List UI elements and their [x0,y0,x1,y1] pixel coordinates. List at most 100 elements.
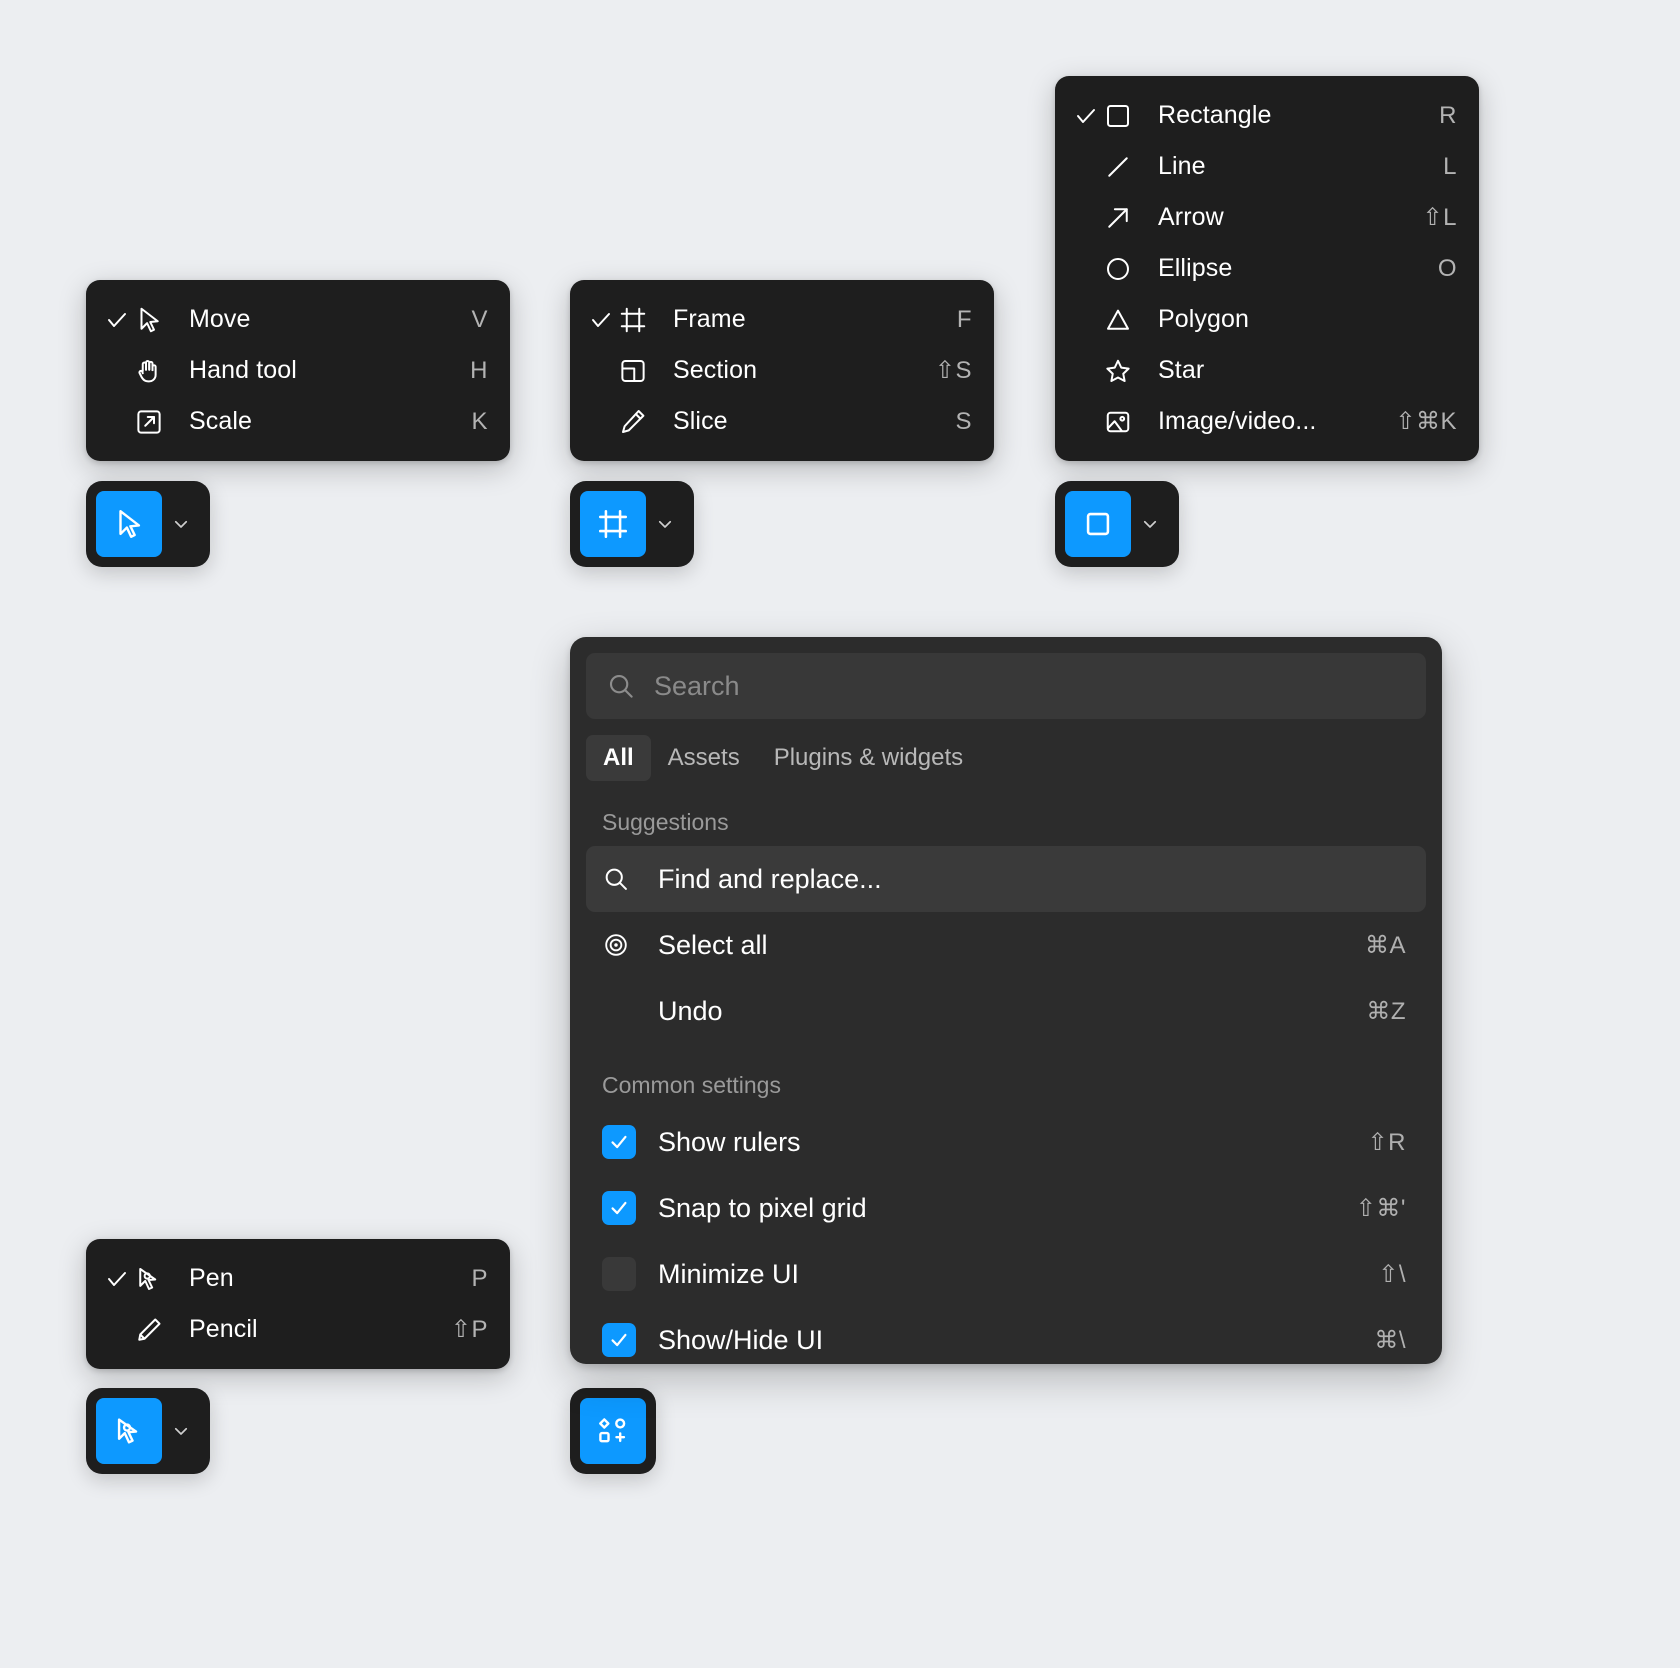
search-icon [602,865,644,893]
cursor-icon [96,491,162,557]
menu-item-shortcut: S [955,407,972,435]
setting-shortcut: ⌘\ [1374,1326,1406,1354]
checkbox-box [602,1323,636,1357]
menu-item-label: Image/video... [1158,407,1317,435]
menu-item-ellipse[interactable]: Ellipse O [1055,243,1479,294]
menu-item-arrow[interactable]: Arrow ⇧L [1055,192,1479,243]
actions-tool-button[interactable] [570,1388,656,1474]
menu-item-hand-tool[interactable]: Hand tool H [86,345,510,396]
menu-item-section[interactable]: Section ⇧S [570,345,994,396]
quick-actions-panel: Search All Assets Plugins & widgets Sugg… [570,637,1442,1364]
menu-item-polygon[interactable]: Polygon [1055,294,1479,345]
menu-item-pencil[interactable]: Pencil ⇧P [86,1304,510,1355]
star-icon [1103,356,1149,386]
menu-item-frame[interactable]: Frame F [570,294,994,345]
setting-snap-to-pixel-grid[interactable]: Snap to pixel grid ⇧⌘' [586,1175,1426,1241]
action-shortcut: ⌘A [1364,931,1406,959]
rectangle-icon [1065,491,1131,557]
menu-item-shortcut: ⇧S [934,357,972,384]
menu-item-line[interactable]: Line L [1055,141,1479,192]
menu-item-shortcut: L [1443,152,1457,180]
checkbox-show-rulers[interactable] [602,1125,644,1159]
frame-icon [618,305,664,335]
rectangle-icon [1103,101,1149,131]
setting-show-hide-ui[interactable]: Show/Hide UI ⌘\ [586,1307,1426,1364]
action-shortcut: ⌘Z [1366,997,1406,1025]
line-icon [1103,152,1149,182]
checkbox-show-hide-ui[interactable] [602,1323,644,1357]
action-undo[interactable]: Undo ⌘Z [586,978,1426,1044]
menu-item-label: Section [673,356,758,384]
target-icon [602,931,644,959]
menu-item-label: Pen [189,1264,234,1292]
menu-item-label: Pencil [189,1315,258,1343]
menu-item-label: Rectangle [1158,101,1272,129]
tab-plugins-widgets[interactable]: Plugins & widgets [773,744,964,771]
setting-show-rulers[interactable]: Show rulers ⇧R [586,1109,1426,1175]
menu-item-shortcut: P [471,1264,488,1292]
pen-tool-menu: Pen P Pencil ⇧P [86,1239,510,1369]
hand-icon [134,356,180,386]
move-tool-menu: Move V Hand tool H Scale K [86,280,510,461]
menu-item-shortcut: V [471,305,488,333]
section-icon [618,356,664,386]
menu-item-label: Slice [673,407,728,435]
checkbox-box [602,1191,636,1225]
shape-tool-button[interactable] [1055,481,1179,567]
menu-item-rectangle[interactable]: Rectangle R [1055,90,1479,141]
tab-all[interactable]: All [586,735,651,781]
menu-item-move[interactable]: Move V [86,294,510,345]
search-placeholder: Search [654,670,740,701]
checkbox-minimize-ui[interactable] [602,1257,644,1291]
arrow-icon [1103,203,1149,233]
menu-item-label: Polygon [1158,305,1250,333]
check-icon [100,308,134,332]
action-label: Select all [658,929,768,960]
menu-item-shortcut: K [471,407,488,435]
chevron-down-icon[interactable] [162,1422,200,1440]
setting-minimize-ui[interactable]: Minimize UI ⇧\ [586,1241,1426,1307]
menu-item-shortcut: R [1439,101,1457,129]
tab-assets[interactable]: Assets [667,744,740,771]
frame-tool-button[interactable] [570,481,694,567]
menu-item-scale[interactable]: Scale K [86,396,510,447]
menu-item-slice[interactable]: Slice S [570,396,994,447]
action-select-all[interactable]: Select all ⌘A [586,912,1426,978]
setting-shortcut: ⇧R [1367,1128,1406,1156]
cursor-icon [134,305,180,335]
scale-icon [134,407,180,437]
menu-item-shortcut: ⇧L [1422,204,1457,231]
pen-tool-button[interactable] [86,1388,210,1474]
checkbox-box [602,1125,636,1159]
checkbox-box [602,1257,636,1291]
frame-icon [580,491,646,557]
menu-item-pen[interactable]: Pen P [86,1253,510,1304]
setting-label: Show/Hide UI [658,1324,824,1355]
filter-tabs: All Assets Plugins & widgets [586,735,1426,781]
chevron-down-icon[interactable] [162,515,200,533]
setting-label: Show rulers [658,1126,801,1157]
check-icon [584,308,618,332]
chevron-down-icon[interactable] [646,515,684,533]
checkbox-snap-to-pixel-grid[interactable] [602,1191,644,1225]
shape-tool-menu: Rectangle R Line L Arrow ⇧L Ellipse [1055,76,1479,461]
search-icon [606,671,636,701]
menu-item-label: Frame [673,305,746,333]
move-tool-button[interactable] [86,481,210,567]
menu-item-star[interactable]: Star [1055,345,1479,396]
chevron-down-icon[interactable] [1131,515,1169,533]
ellipse-icon [1103,254,1149,284]
menu-item-shortcut: ⇧P [450,1316,488,1343]
common-settings-heading: Common settings [602,1072,781,1098]
frame-tool-menu: Frame F Section ⇧S Slice S [570,280,994,461]
search-input[interactable]: Search [586,653,1426,719]
menu-item-shortcut: ⇧⌘K [1395,408,1457,435]
action-label: Find and replace... [658,863,882,894]
menu-item-label: Line [1158,152,1206,180]
pen-icon [96,1398,162,1464]
menu-item-image-video[interactable]: Image/video... ⇧⌘K [1055,396,1479,447]
action-find-and-replace[interactable]: Find and replace... [586,846,1426,912]
menu-item-label: Hand tool [189,356,297,384]
menu-item-label: Move [189,305,251,333]
